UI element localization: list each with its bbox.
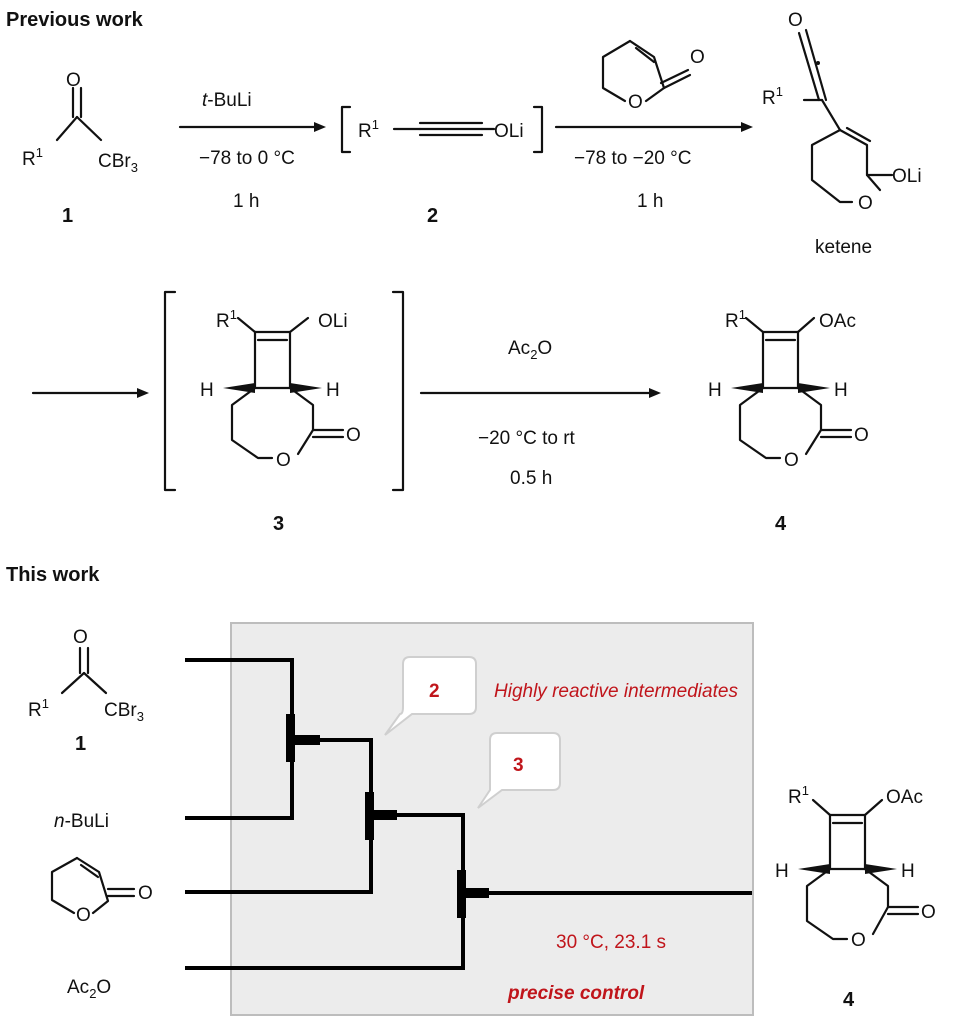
callout-3-number: 3 [513,755,524,776]
step3-reagent: Ac2O [508,338,552,362]
r1-label: R1 [788,783,809,808]
arrowhead-entry-row2 [137,388,149,398]
h-left-label: H [775,861,789,882]
step3-time: 0.5 h [510,468,552,489]
arrowhead-step-2 [741,122,753,132]
callout-intermediate-3: 3 [477,732,561,809]
note-highly-reactive: Highly reactive intermediates [494,681,738,702]
oac-label: OAc [886,787,923,808]
arrowhead-step-3 [649,388,661,398]
carbonyl-o-label: O [854,425,869,446]
step1-reagent: t-BuLi [202,90,252,111]
mixer-2 [365,792,374,840]
carbonyl-o-label: O [346,425,361,446]
h-right-label: H [326,380,340,401]
ring-o-label: O [784,450,799,471]
r1-label: R1 [216,307,237,332]
compound-1-structure-flow: O R1 CBr3 [28,627,144,724]
ac2o-label: Ac2O [67,977,111,1001]
compound-3-number: 3 [273,513,284,535]
compound-1-number-flow: 1 [75,733,86,755]
heading-this-work: This work [6,564,100,586]
ring-o-label: O [76,905,91,926]
oli-label: OLi [318,311,348,332]
dihydropyranone-flow: O O [50,856,153,926]
product-4-structure-bottom: R1 OAc H H O O [775,783,936,951]
cbr3-label: CBr3 [104,700,144,724]
oac-label: OAc [819,311,856,332]
ring-o-label: O [851,930,866,951]
compound-4-number-top: 4 [775,513,787,535]
compound-2-number: 2 [427,205,438,227]
mixer-1 [286,714,295,762]
r1-label: R1 [358,117,379,142]
h-right-label: H [901,861,915,882]
cbr3-label: CBr3 [98,151,138,175]
ring-o-label: O [276,450,291,471]
product-4-structure-top: R1 OAc H H O O [708,307,869,471]
h-left-label: H [708,380,722,401]
carbonyl-o-label: O [921,902,936,923]
carbonyl-o-label: O [66,70,81,91]
h-left-label: H [200,380,214,401]
r1-label: R1 [22,145,43,170]
ketene-o-label: O [788,10,803,31]
carbonyl-o-label: O [73,627,88,648]
step1-temperature: −78 to 0 °C [199,148,295,169]
step3-temperature: −20 °C to rt [478,428,576,449]
flow-tubing [185,658,752,970]
ketene-structure: O R1 O OLi [762,10,922,214]
carbonyl-o-label: O [690,47,705,68]
dihydropyranone-reagent: O O [601,39,705,113]
heading-previous-work: Previous work [6,9,144,31]
compound-1-number: 1 [62,205,73,227]
r1-label: R1 [725,307,746,332]
carbonyl-o-label: O [138,883,153,904]
ketene-label: ketene [815,237,872,258]
arrowhead-step-1 [314,122,326,132]
flow-reactor-box [230,622,754,1016]
compound-1-structure: O R1 CBr3 [22,70,138,175]
oli-label: OLi [892,166,922,187]
h-right-label: H [834,380,848,401]
note-precise-control: precise control [507,983,645,1004]
step2-time: 1 h [637,191,663,212]
callout-2-number: 2 [429,681,440,702]
callout-intermediate-2: 2 [384,656,477,736]
r1-label: R1 [762,84,783,109]
intermediate-3-structure: R1 OLi H H O O [163,290,405,492]
r1-label: R1 [28,696,49,721]
mixer-3 [457,870,466,918]
step2-temperature: −78 to −20 °C [574,148,691,169]
ring-o-label: O [628,92,643,113]
step1-time: 1 h [233,191,259,212]
ring-o-label: O [858,193,873,214]
intermediate-2-structure: R1 OLi [340,105,544,154]
compound-4-number-bottom: 4 [843,989,855,1011]
flow-conditions: 30 °C, 23.1 s [556,932,666,953]
oli-label: OLi [494,121,524,142]
nbuli-label: n-BuLi [54,811,109,832]
